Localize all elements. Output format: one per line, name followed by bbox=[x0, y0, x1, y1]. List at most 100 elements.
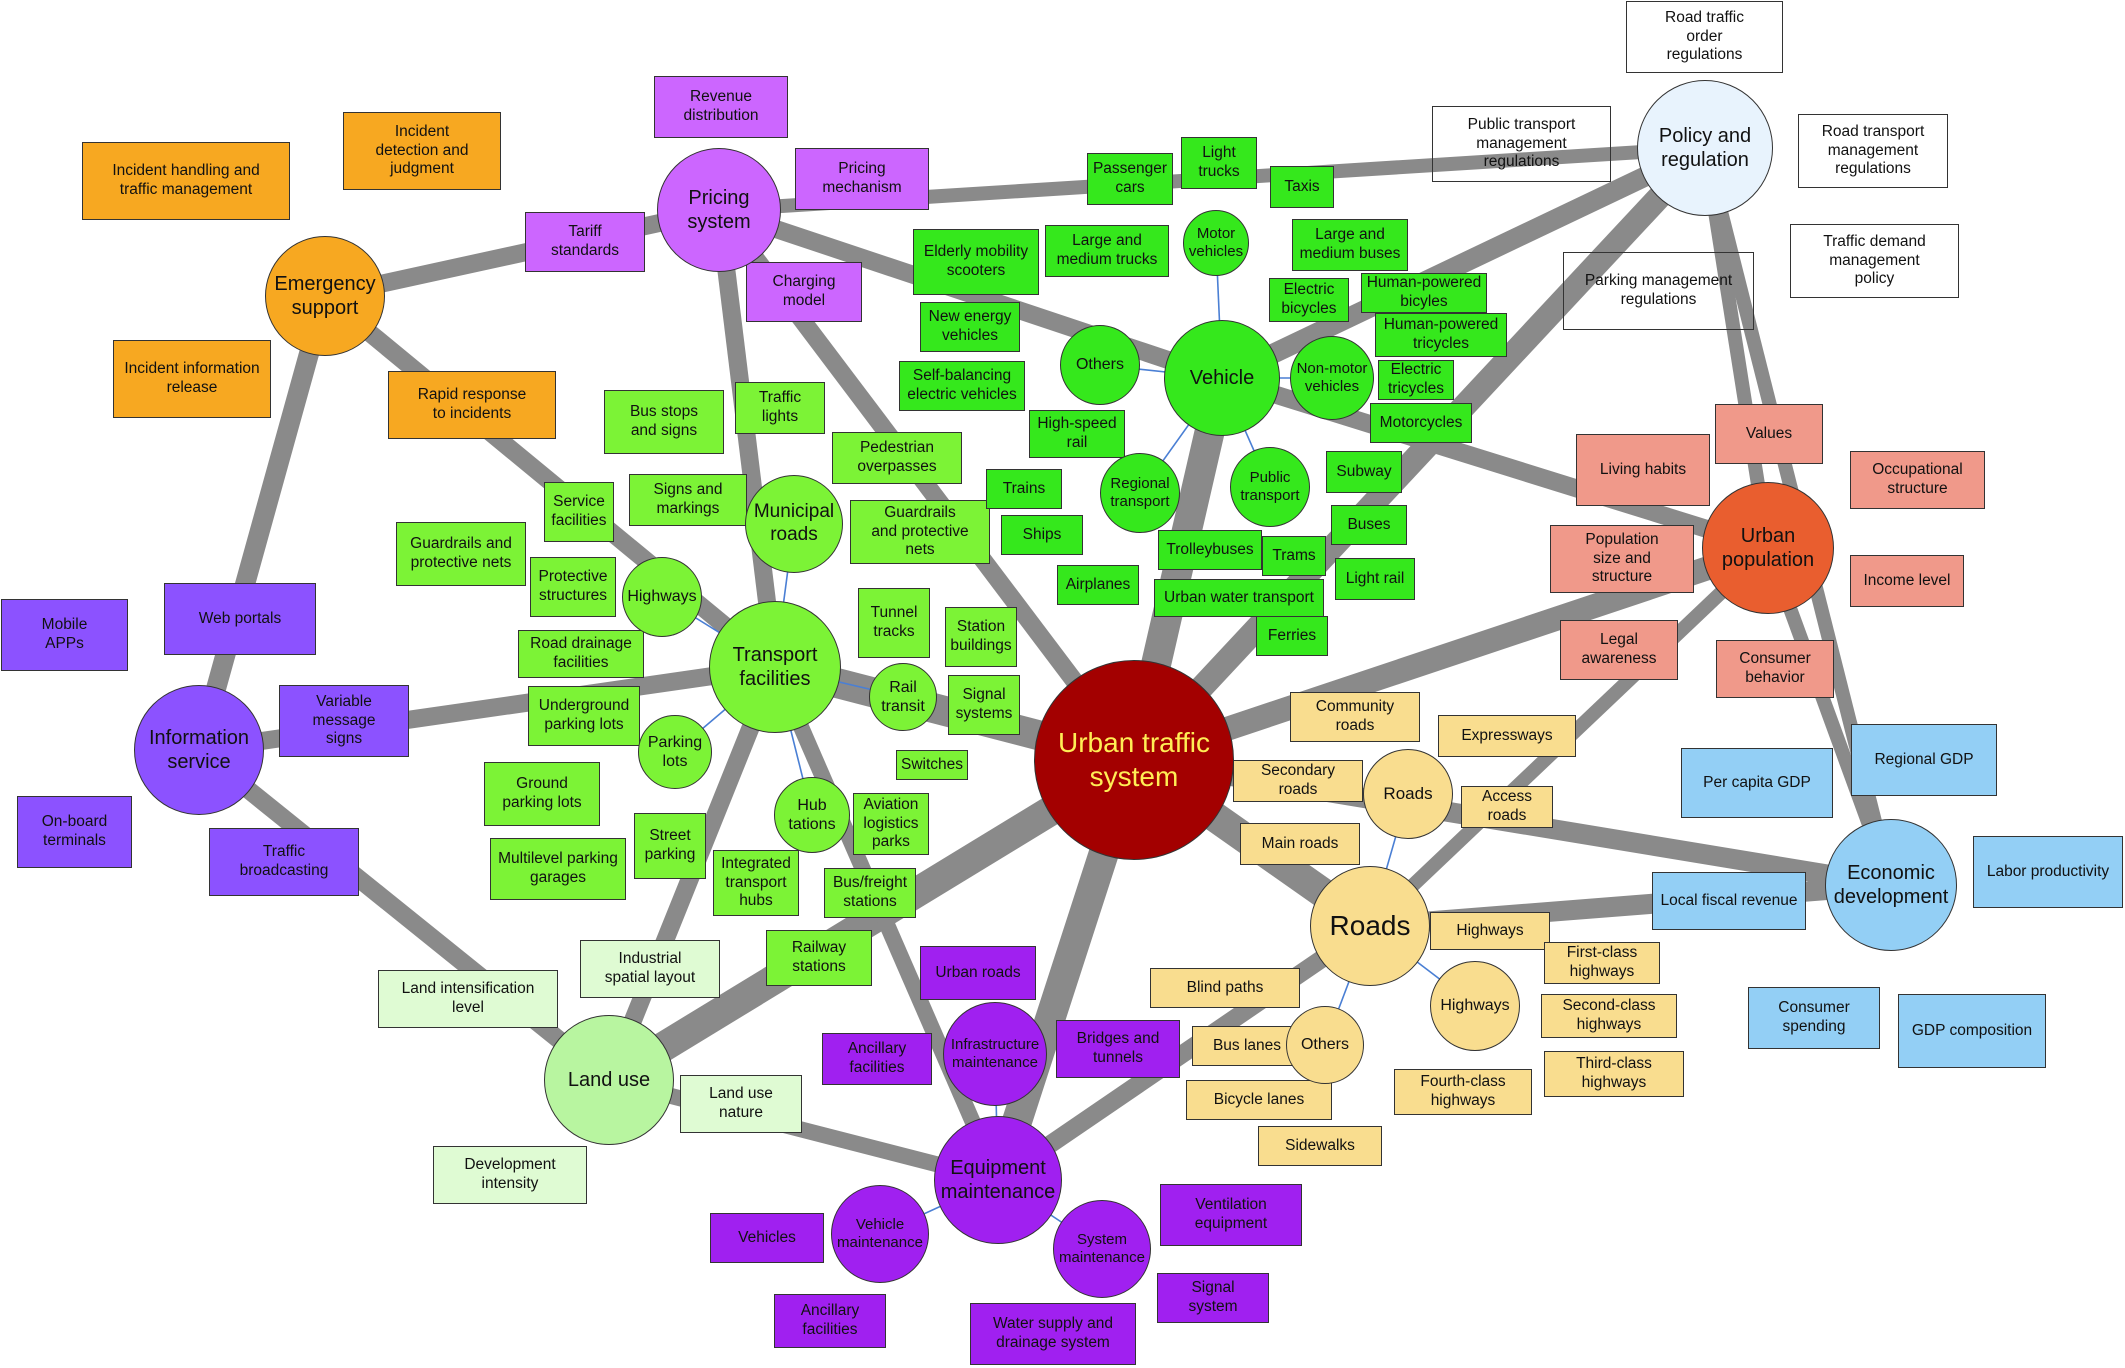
transport-box-20: Railway stations bbox=[766, 930, 872, 986]
subhub-node-sysmaint: System maintenance bbox=[1053, 1200, 1151, 1298]
population-box-0: Values bbox=[1715, 404, 1823, 464]
hub-node-transport: Transport facilities bbox=[709, 601, 841, 733]
transport-box-0: Bus stops and signs bbox=[604, 390, 724, 454]
policy-box-4: Parking management regulations bbox=[1563, 252, 1754, 330]
hub-node-emergency: Emergency support bbox=[265, 236, 385, 356]
equipment-box-3: Ventilation equipment bbox=[1160, 1184, 1302, 1246]
roads-box-13: Sidewalks bbox=[1258, 1126, 1382, 1166]
subhub-node-parking: Parking lots bbox=[638, 715, 712, 789]
hub-node-economic: Economic development bbox=[1825, 819, 1957, 951]
vehicle-box-18: Trolleybuses bbox=[1158, 530, 1262, 570]
subhub-node-municipal: Municipal roads bbox=[745, 475, 843, 573]
link-equipment-landuse bbox=[607, 1072, 1000, 1188]
hub-node-pricing: Pricing system bbox=[657, 148, 781, 272]
hub-node-vehicle: Vehicle bbox=[1164, 320, 1280, 436]
landuse-box-0: Land intensification level bbox=[378, 970, 558, 1028]
pricing-box-3: Charging model bbox=[746, 262, 862, 322]
transport-box-6: Guardrails and protective nets bbox=[396, 522, 526, 586]
economic-box-4: Consumer spending bbox=[1748, 987, 1880, 1049]
subhub-node-nonmotor: Non-motor vehicles bbox=[1290, 336, 1374, 420]
info-box-0: Mobile APPs bbox=[1, 599, 128, 671]
info-box-2: Variable message signs bbox=[279, 685, 409, 757]
vehicle-box-21: Airplanes bbox=[1057, 565, 1139, 605]
subhub-node-highways_r: Highways bbox=[1430, 961, 1520, 1051]
hub-node-landuse: Land use bbox=[544, 1015, 674, 1145]
transport-box-19: Bus/freight stations bbox=[824, 868, 916, 918]
equipment-box-0: Urban roads bbox=[920, 946, 1036, 1000]
link-policy-vehicle bbox=[1217, 138, 1710, 388]
landuse-box-1: Industrial spatial layout bbox=[580, 940, 720, 998]
vehicle-box-16: Subway bbox=[1326, 451, 1402, 493]
transport-box-4: Guardrails and protective nets bbox=[850, 500, 990, 564]
subhub-node-infra: Infrastructure maintenance bbox=[943, 1002, 1047, 1106]
landuse-box-3: Development intensity bbox=[433, 1146, 587, 1204]
vehicle-box-19: Trams bbox=[1262, 536, 1326, 576]
policy-box-2: Road transport management regulations bbox=[1798, 114, 1948, 188]
roads-box-5: Highways bbox=[1430, 912, 1550, 950]
pricing-box-1: Pricing mechanism bbox=[795, 148, 929, 210]
link-center-policy bbox=[1125, 139, 1714, 769]
economic-box-2: Labor productivity bbox=[1973, 836, 2123, 908]
vehicle-box-12: Motorcycles bbox=[1370, 403, 1472, 443]
link-emergency-pricing bbox=[323, 201, 721, 305]
transport-box-13: Switches bbox=[896, 750, 968, 780]
subhub-node-others_r: Others bbox=[1286, 1006, 1364, 1084]
roads-box-7: Blind paths bbox=[1150, 968, 1300, 1008]
economic-box-1: Per capita GDP bbox=[1681, 748, 1833, 818]
subhub-node-roads_small: Roads bbox=[1363, 749, 1453, 839]
transport-box-15: Multilevel parking garages bbox=[490, 838, 626, 900]
vehicle-box-9: Human-powered tricycles bbox=[1375, 313, 1507, 357]
vehicle-box-15: Ships bbox=[1001, 515, 1083, 555]
vehicle-box-3: Elderly mobility scooters bbox=[913, 229, 1039, 295]
vehicle-box-11: Electric tricycles bbox=[1378, 360, 1454, 400]
equipment-box-7: Water supply and drainage system bbox=[970, 1303, 1136, 1365]
transport-box-8: Road drainage facilities bbox=[518, 630, 644, 678]
subhub-node-regional: Regional transport bbox=[1100, 453, 1180, 533]
hub-node-equipment: Equipment maintenance bbox=[934, 1116, 1062, 1244]
equipment-box-2: Bridges and tunnels bbox=[1056, 1020, 1180, 1078]
transport-box-14: Ground parking lots bbox=[484, 762, 600, 826]
hub-node-policy: Policy and regulation bbox=[1637, 80, 1773, 216]
transport-box-7: Protective structures bbox=[530, 557, 616, 617]
economic-box-0: Regional GDP bbox=[1851, 724, 1997, 796]
pricing-box-2: Tariff standards bbox=[525, 212, 645, 272]
subhub-node-public: Public transport bbox=[1230, 447, 1310, 527]
population-box-5: Legal awareness bbox=[1560, 620, 1678, 680]
equipment-box-6: Ancillary facilities bbox=[774, 1294, 886, 1348]
info-box-1: Web portals bbox=[164, 583, 316, 655]
link-transport-equipment bbox=[767, 663, 1006, 1184]
vehicle-box-23: Ferries bbox=[1256, 616, 1328, 656]
hub-node-info: Information service bbox=[134, 685, 264, 815]
population-box-6: Consumer behavior bbox=[1716, 640, 1834, 698]
vehicle-box-2: Taxis bbox=[1270, 166, 1334, 208]
transport-box-2: Pedestrian overpasses bbox=[832, 432, 962, 484]
pricing-box-0: Revenue distribution bbox=[654, 76, 788, 138]
transport-box-12: Signal systems bbox=[948, 675, 1020, 735]
roads-box-11: Fourth-class highways bbox=[1394, 1069, 1532, 1115]
roads-box-6: First-class highways bbox=[1544, 942, 1660, 984]
vehicle-box-13: High-speed rail bbox=[1029, 410, 1125, 458]
hub-node-roads: Roads bbox=[1310, 866, 1430, 986]
vehicle-box-10: Self-balancing electric vehicles bbox=[899, 361, 1025, 411]
transport-box-11: Station buildings bbox=[945, 607, 1017, 667]
roads-box-12: Bicycle lanes bbox=[1186, 1080, 1332, 1120]
population-box-4: Income level bbox=[1850, 555, 1964, 607]
vehicle-box-4: Large and medium trucks bbox=[1045, 225, 1169, 277]
policy-box-3: Traffic demand management policy bbox=[1790, 224, 1959, 298]
vehicle-box-14: Trains bbox=[986, 469, 1062, 509]
hub-node-population: Urban population bbox=[1702, 482, 1834, 614]
subhub-node-highways_tf: Highways bbox=[622, 557, 702, 637]
population-box-1: Living habits bbox=[1576, 434, 1710, 506]
transport-box-16: Street parking bbox=[634, 813, 706, 879]
equipment-box-5: Signal system bbox=[1157, 1273, 1269, 1323]
policy-box-0: Road traffic order regulations bbox=[1626, 1, 1783, 73]
economic-box-5: GDP composition bbox=[1898, 994, 2046, 1068]
link-roads-equipment bbox=[992, 918, 1376, 1188]
transport-box-18: Aviation logistics parks bbox=[853, 793, 929, 855]
equipment-box-1: Ancillary facilities bbox=[822, 1033, 932, 1085]
vehicle-box-6: New energy vehicles bbox=[920, 302, 1020, 352]
transport-box-9: Underground parking lots bbox=[528, 686, 640, 746]
vehicle-box-8: Human-powered bicyles bbox=[1361, 273, 1487, 313]
transport-box-3: Signs and markings bbox=[629, 474, 747, 526]
